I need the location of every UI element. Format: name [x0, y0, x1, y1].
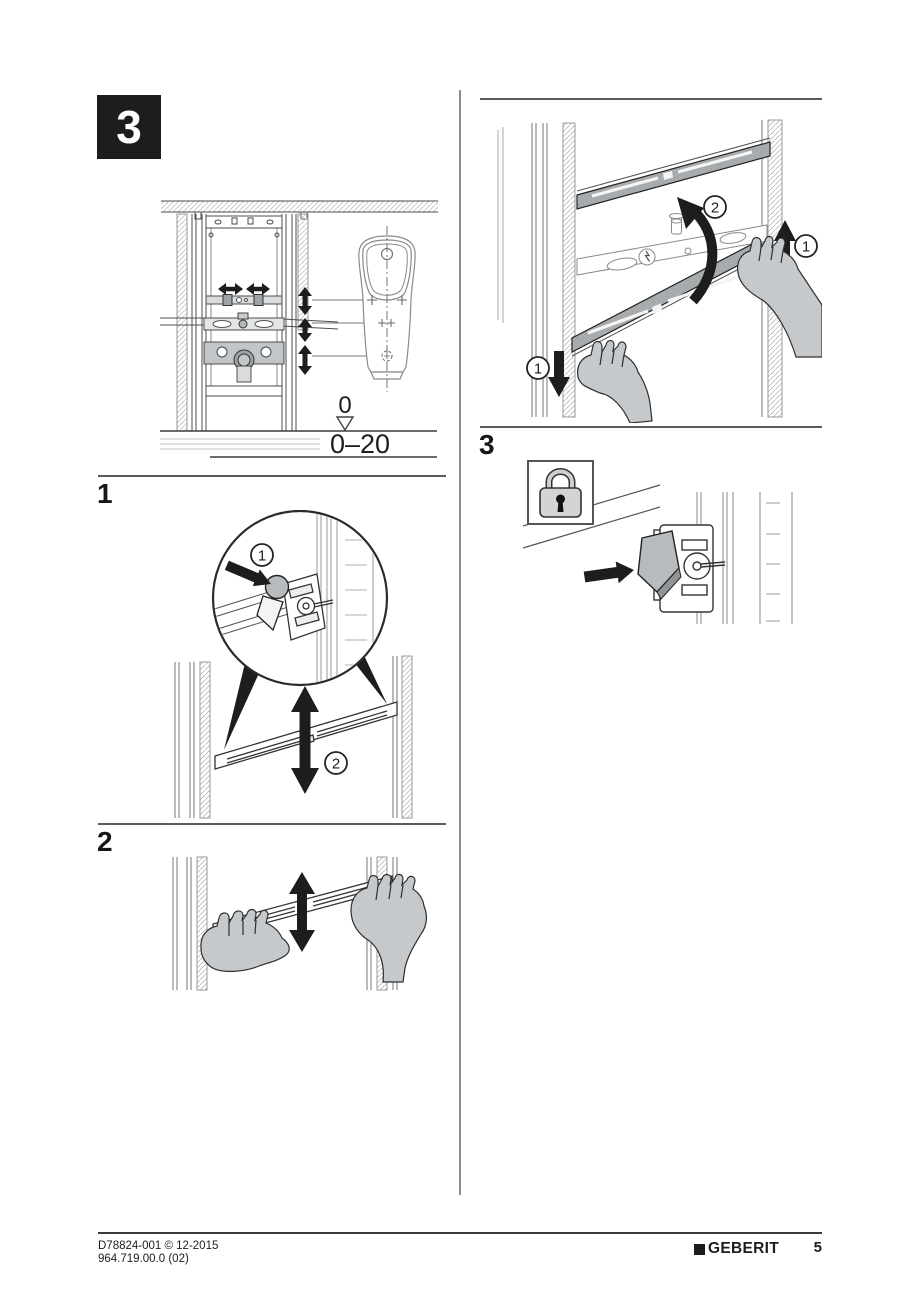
- section2-label: 2: [97, 826, 113, 857]
- callout-1-badge: 1: [250, 543, 274, 567]
- adjust-arrow-vertical-3: [298, 345, 312, 375]
- urinal-centerline-and-marks: [367, 226, 407, 392]
- callout-lower-number: 1: [534, 361, 542, 378]
- floor-lines: [160, 430, 437, 458]
- clamp-knob: [264, 574, 290, 600]
- lock-indicator: [527, 460, 594, 525]
- wall-studs: [696, 492, 793, 624]
- doc-id: D78824-001 © 12-2015: [98, 1240, 219, 1252]
- callout-2-badge: 2: [324, 751, 348, 775]
- callout-swing-number: 2: [711, 200, 719, 217]
- article-number: 964.719.00.0 (02): [98, 1253, 189, 1265]
- callout-swing-badge: 2: [703, 195, 727, 219]
- adjust-arrow-vertical-2: [298, 318, 312, 342]
- zero-level-marker: [335, 416, 355, 432]
- level-arrow-vertical: [289, 872, 315, 952]
- section1-label: 1: [97, 478, 113, 509]
- figure-step3-lock-clamp: [522, 484, 793, 624]
- footer-doc-info: D78824-001 © 12-2015 964.719.00.0 (02): [98, 1240, 218, 1266]
- adjust-arrow-vertical-1: [298, 287, 312, 315]
- figure-step2-level-rail: [172, 856, 427, 991]
- flush-symbol: [644, 250, 651, 262]
- inlet-connector: [669, 213, 684, 235]
- clamp-lever: [637, 530, 682, 600]
- callout-lower-badge: 1: [526, 356, 550, 380]
- section3-rule: [480, 426, 822, 428]
- hand-right: [350, 873, 427, 983]
- figure-insert-rails: 2 1 1: [497, 119, 822, 423]
- crossbar-bottom-with-trap: [203, 341, 285, 383]
- column-divider: [459, 90, 461, 1195]
- brand-name: GEBERIT: [708, 1240, 779, 1257]
- crossbar-middle: [203, 312, 285, 331]
- callout-upper-number: 1: [802, 239, 810, 256]
- adjust-arrow-horizontal-right: [246, 283, 270, 295]
- upper-rail: [576, 137, 771, 210]
- wall-studs: [174, 655, 413, 819]
- figure-frame-overview: 0 0–20: [160, 200, 438, 459]
- move-arrow-vertical: [291, 686, 319, 794]
- wall-rail-connectors: [160, 317, 339, 330]
- urinal-outline: [358, 235, 416, 380]
- down-arrow: [548, 351, 570, 397]
- logo-square-icon: [694, 1244, 705, 1255]
- height-range-label: 0–20: [330, 429, 390, 459]
- swing-arrow: [677, 197, 718, 305]
- section3-label: 3: [479, 429, 495, 460]
- hand-right: [737, 235, 822, 358]
- adjust-arrow-horizontal-left: [218, 283, 243, 295]
- page-number: 5: [813, 1239, 822, 1256]
- push-arrow: [583, 561, 634, 584]
- press-arrow: [224, 560, 271, 587]
- callout-2-number: 2: [332, 756, 340, 773]
- footer-rule: [98, 1232, 822, 1234]
- clamp-lever: [256, 595, 284, 632]
- callout-upper-badge: 1: [794, 234, 818, 258]
- section1-rule: [98, 475, 446, 477]
- detail-pointer-left: [224, 663, 260, 750]
- figure-step1-unlock-and-move: 2: [174, 510, 413, 819]
- hand-left: [577, 339, 653, 423]
- right-figure-top-rule: [480, 98, 822, 100]
- zero-label: 0: [338, 392, 351, 419]
- step-number: 3: [116, 101, 142, 153]
- clamp-bracket: [282, 573, 334, 641]
- callout-1-number: 1: [258, 548, 266, 565]
- geberit-logo: GEBERIT: [694, 1240, 779, 1258]
- step-number-badge: 3: [97, 95, 161, 159]
- hand-left: [200, 908, 290, 972]
- section2-rule: [98, 823, 446, 825]
- padlock-locked-icon: [539, 468, 582, 518]
- crossbar-top: [205, 294, 283, 306]
